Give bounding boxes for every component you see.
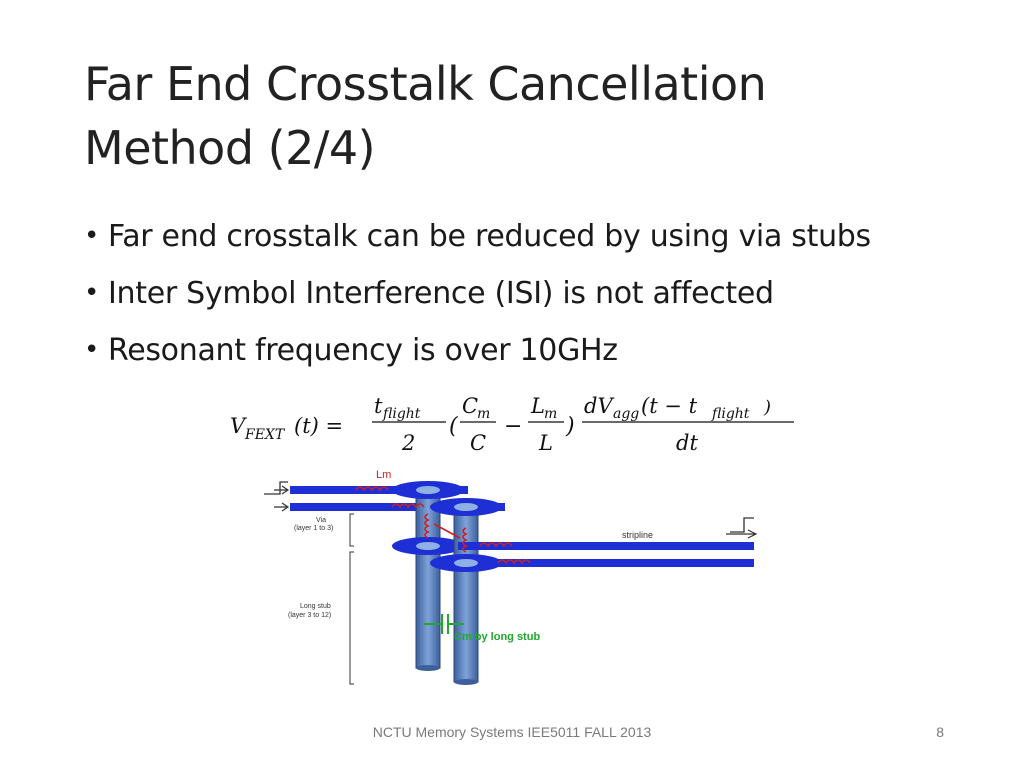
stripline-trace-1: [458, 542, 754, 550]
label-cm: Cm by long stub: [454, 631, 540, 643]
via-barrel-2-bottom: [454, 679, 478, 685]
formula-lhs-v: V: [230, 414, 247, 438]
via-hole-2-mid: [454, 559, 478, 567]
formula-frac4-num-d: dV: [584, 394, 614, 418]
mutual-inductor-stripline-icon: [479, 542, 531, 565]
via-barrel-2: [453, 506, 479, 683]
bullet-item: • Inter Symbol Interference (ISI) is not…: [84, 265, 984, 322]
top-trace-2: [290, 503, 505, 511]
formula-svg: V FEXT (t) = t flight 2 ( C m C − L m L …: [230, 394, 794, 455]
label-via: Via: [316, 517, 326, 524]
bullet-text: Far end crosstalk can be reduced by usin…: [108, 219, 871, 254]
bullet-text: Resonant frequency is over 10GHz: [108, 333, 618, 368]
diagram-svg: Lm Via (layer 1 to 3) stripline Long stu…: [264, 469, 758, 685]
title-line-2: Method (2/4): [84, 121, 376, 175]
formula-frac4-num-arg-sub: flight: [711, 406, 750, 422]
formula-minus: −: [504, 414, 522, 439]
title-line-1: Far End Crosstalk Cancellation: [84, 57, 767, 111]
via-hole-2-top: [454, 503, 478, 511]
formula-frac2-num-sub: m: [477, 406, 490, 422]
input-arrow-1-icon: [274, 485, 290, 495]
input-step-icon: [264, 481, 288, 495]
bullet-list: • Far end crosstalk can be reduced by us…: [84, 208, 984, 379]
formula-frac4-num-sub: agg: [613, 406, 639, 422]
formula-frac2-den: C: [470, 431, 486, 455]
via-barrel-1-bottom: [416, 665, 440, 671]
label-via-range: (layer 1 to 3): [294, 525, 333, 532]
output-arrow-icon: [726, 529, 758, 539]
formula-frac1-den: 2: [401, 431, 415, 455]
formula-open-paren: (: [449, 414, 458, 439]
formula-frac1-num: t: [374, 394, 383, 418]
bullet-dot: •: [84, 221, 100, 251]
formula-frac3-num-sub: m: [544, 406, 557, 422]
bullet-text: Inter Symbol Interference (ISI) is not a…: [108, 276, 774, 311]
label-stripline: stripline: [622, 530, 653, 540]
capacitor-icon: [424, 614, 464, 634]
label-long-stub: Long stub: [300, 603, 331, 610]
top-trace-1: [290, 486, 468, 494]
label-long-stub-range: (layer 3 to 12): [288, 612, 331, 619]
page-number: 8: [936, 724, 944, 740]
formula-frac4-den: dt: [676, 431, 698, 455]
via-stub-diagram: Lm Via (layer 1 to 3) stripline Long stu…: [258, 469, 768, 690]
bullet-dot: •: [84, 335, 100, 365]
via-bracket: [349, 513, 354, 547]
formula-close-paren: ): [565, 414, 575, 439]
bullet-item: • Resonant frequency is over 10GHz: [84, 322, 984, 379]
via-hole-1-mid: [416, 542, 440, 550]
input-arrow-2-icon: [274, 502, 290, 512]
formula-frac1-num-sub: flight: [382, 406, 421, 422]
bullet-dot: •: [84, 278, 100, 308]
bullet-item: • Far end crosstalk can be reduced by us…: [84, 208, 984, 265]
via-hole-1-top: [416, 486, 440, 494]
formula-lhs-sub: FEXT: [244, 427, 286, 443]
formula-frac3-den: L: [538, 431, 553, 455]
label-lm: Lm: [376, 470, 391, 481]
formula-frac3-num: L: [530, 394, 545, 418]
slide-title: Far End Crosstalk Cancellation Method (2…: [84, 52, 964, 180]
formula-frac2-num: C: [462, 394, 478, 418]
formula-frac4-num-arg: (t − t: [641, 394, 698, 418]
footer-text: NCTU Memory Systems IEE5011 FALL 2013: [372, 724, 652, 740]
mutual-inductor-top-icon: [355, 486, 425, 509]
via-inductor-icon: [424, 513, 468, 553]
formula-frac4-num-close: ): [763, 397, 771, 418]
formula-lhs-arg: (t) =: [294, 414, 343, 438]
long-stub-bracket: [349, 551, 354, 685]
output-step-icon: [730, 517, 754, 533]
stripline-trace-2: [494, 559, 754, 567]
fext-formula: V FEXT (t) = t flight 2 ( C m C − L m L …: [228, 388, 808, 462]
via-barrel-1: [415, 489, 441, 669]
